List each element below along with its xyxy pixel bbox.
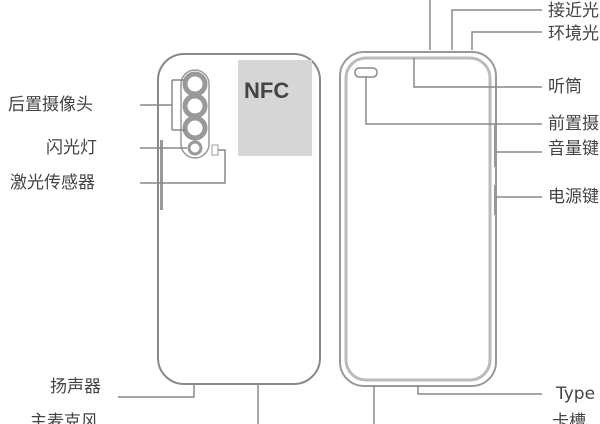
- ambient-label: 环境光: [548, 24, 599, 44]
- front-camera: [354, 67, 378, 78]
- laser-sensor-label: 激光传感器: [10, 173, 95, 193]
- type-c-label: Type: [556, 384, 596, 404]
- back-side-button: [160, 140, 163, 210]
- power-label: 电源键: [548, 187, 599, 207]
- earpiece-label: 听筒: [548, 77, 582, 97]
- power-button: [494, 185, 497, 215]
- laser-sensor: [211, 144, 219, 156]
- front-camera-label: 前置摄: [548, 114, 599, 134]
- leader-lines: [118, 0, 542, 424]
- nfc-area: [238, 60, 312, 156]
- camera-lens-1: [182, 71, 208, 97]
- camera-lens-3: [182, 115, 208, 141]
- volume-button: [494, 125, 497, 167]
- front-screen: [344, 56, 492, 382]
- rear-camera-label: 后置摄像头: [8, 95, 93, 115]
- volume-label: 音量键: [548, 139, 599, 159]
- main-mic-label: 主麦克风: [30, 412, 98, 424]
- camera-lens-2: [182, 93, 208, 119]
- flash: [187, 140, 203, 156]
- card-slot-label: 卡槽: [552, 412, 586, 424]
- proximity-label: 接近光: [548, 1, 599, 21]
- nfc-label: NFC: [244, 78, 290, 103]
- speaker-label: 扬声器: [50, 377, 101, 397]
- flash-label: 闪光灯: [46, 138, 97, 158]
